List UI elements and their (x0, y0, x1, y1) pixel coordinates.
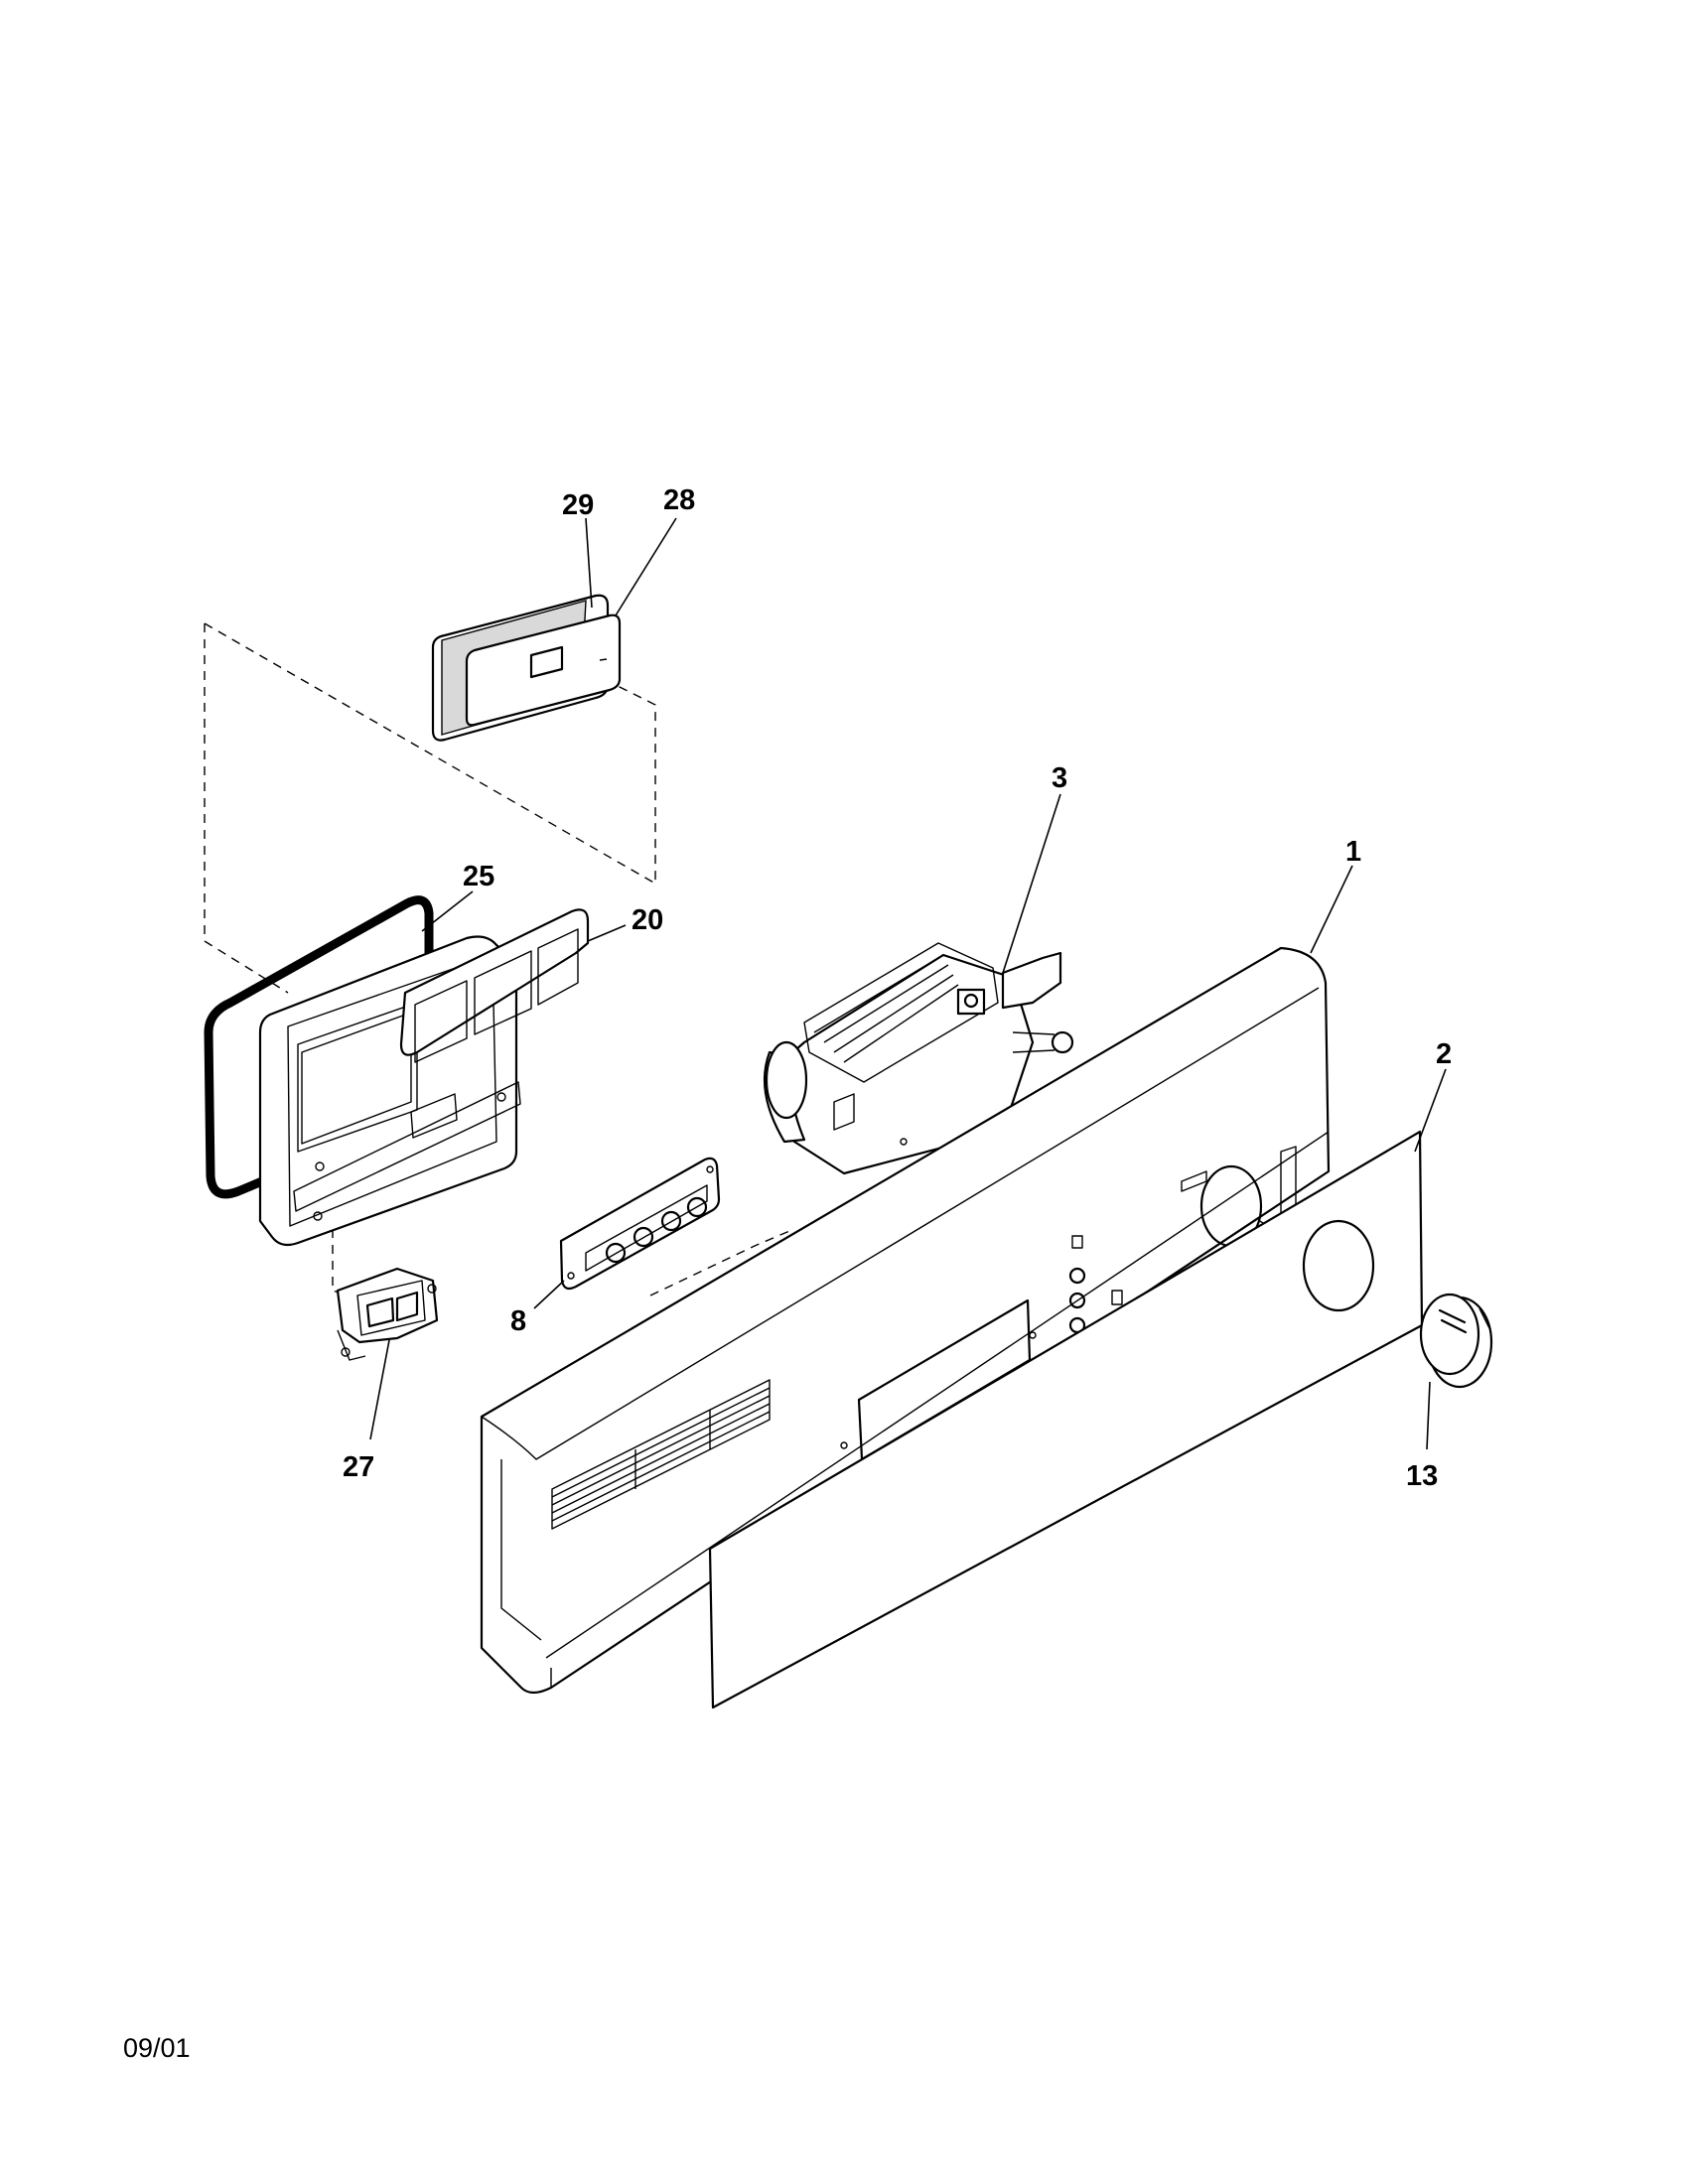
control-panel-part-1[interactable] (480, 946, 1331, 1695)
knob-part-13[interactable] (1419, 1293, 1493, 1389)
revision-date: 09/01 (123, 2033, 191, 2063)
dispenser-part-20[interactable] (258, 908, 590, 1247)
gasket-part-25[interactable] (204, 895, 434, 1199)
button-board-part-8[interactable] (559, 1157, 721, 1291)
callout-27: 27 (343, 1451, 374, 1483)
callout-28: 28 (663, 484, 695, 516)
callout-1: 1 (1345, 836, 1361, 868)
callout-3: 3 (1052, 762, 1067, 794)
leader-lines (369, 517, 1447, 1450)
filter-cover-part-28[interactable] (431, 594, 622, 742)
callout-13: 13 (1406, 1460, 1438, 1492)
callout-25: 25 (463, 861, 494, 892)
callout-20: 20 (632, 904, 663, 936)
switch-part-27[interactable] (336, 1267, 439, 1361)
overlay-knob-opening (1302, 1219, 1375, 1312)
callout-labels: 29 28 3 1 25 20 2 8 27 13 (343, 484, 1452, 1492)
vent-grille (551, 1379, 771, 1530)
timer-part-3[interactable] (763, 942, 1074, 1175)
callout-8: 8 (510, 1305, 526, 1337)
callout-2: 2 (1436, 1038, 1452, 1070)
callout-29: 29 (562, 489, 594, 521)
